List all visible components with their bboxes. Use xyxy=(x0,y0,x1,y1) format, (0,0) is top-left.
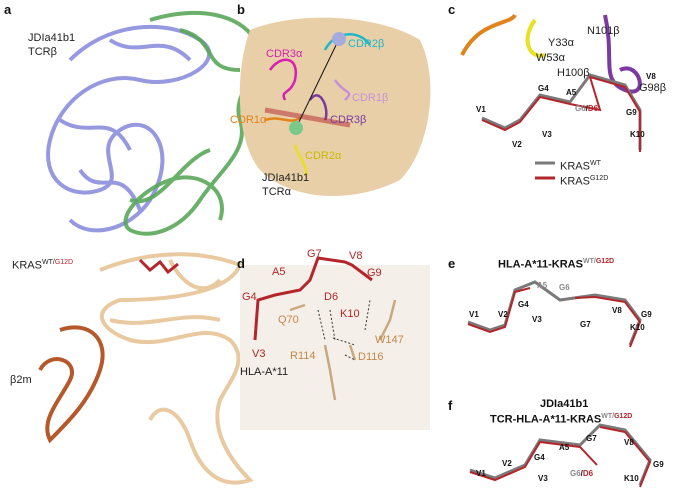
res-a5-d: A5 xyxy=(272,266,286,278)
kras-peptide-a xyxy=(138,258,179,275)
res-a5-e: A5 xyxy=(537,281,548,290)
hla-residues-d xyxy=(289,299,397,401)
res-k10-d: K10 xyxy=(340,308,360,320)
tcra-label-1: JDIa41b1 xyxy=(262,172,310,184)
cdr3b-loop xyxy=(308,94,328,121)
hla-ribbon xyxy=(99,252,254,485)
panel-label-a: a xyxy=(4,2,12,17)
res-v8-c: V8 xyxy=(646,72,656,81)
tcrb-label-1: JDIa41b1 xyxy=(28,32,76,44)
res-g7-f: G7 xyxy=(586,434,597,443)
res-n101b: N101β xyxy=(587,25,620,37)
res-v2-f: V2 xyxy=(502,459,512,468)
panel-f-title-1: JDIa41b1 xyxy=(540,398,589,410)
hla-background-d xyxy=(240,265,430,430)
cdr1a-label: CDR1α xyxy=(230,114,267,126)
res-g4-c: G4 xyxy=(538,84,549,93)
panel-e-title: HLA-A*11-KRASWT/G12D xyxy=(498,258,615,271)
res-v3-c: V3 xyxy=(542,130,552,139)
panel-label-d: d xyxy=(237,256,245,271)
panel-label-e: e xyxy=(448,256,456,271)
cdr2a-loop xyxy=(293,144,308,176)
alpha-centroid xyxy=(289,121,303,135)
docking-axis xyxy=(295,38,340,129)
res-d116-d: D116 xyxy=(358,351,384,363)
res-g4-e: G4 xyxy=(518,300,529,309)
res-g4-f: G4 xyxy=(534,453,545,462)
res-v3-f: V3 xyxy=(538,474,548,483)
tcr-footprint-surface xyxy=(239,17,431,197)
res-v2-c: V2 xyxy=(512,140,522,149)
kras-label: KRASWT/G12D xyxy=(12,259,74,272)
res-q70-d: Q70 xyxy=(278,314,299,326)
res-h100b: H100β xyxy=(557,67,590,79)
peptide-d xyxy=(253,256,373,341)
res-g6-d6-f: G6/D6 xyxy=(570,469,594,478)
res-g6-d6-c: G6/D6 xyxy=(575,104,599,113)
peptide-groove xyxy=(264,107,351,128)
res-a5-c: A5 xyxy=(566,88,577,97)
panel-f-title-2: TCR-HLA-A*11-KRASWT/G12D xyxy=(490,413,633,426)
res-v1-f: V1 xyxy=(476,469,486,478)
peptide-mut-f xyxy=(469,426,652,488)
peptide-wt-e xyxy=(467,280,642,346)
res-k10-e: K10 xyxy=(630,323,645,332)
res-g9-f: G9 xyxy=(653,460,664,469)
res-v8-f: V8 xyxy=(624,438,634,447)
cdr-yellow-ribbon-c xyxy=(525,18,546,58)
res-w53a: W53α xyxy=(536,52,565,64)
peptide-wt-c xyxy=(481,73,642,150)
cdr3a-loop xyxy=(268,58,298,101)
legend-wt: KRASWT xyxy=(560,160,601,173)
cdr3a-label: CDR3α xyxy=(266,48,303,60)
res-d6-d: D6 xyxy=(324,291,339,303)
res-v1-e: V1 xyxy=(469,310,479,319)
cdr1a-loop xyxy=(264,116,301,122)
b2m-label: β2m xyxy=(10,374,32,386)
tcrb-label-2: TCRβ xyxy=(28,46,57,58)
res-g6-e: G6 xyxy=(559,283,570,292)
res-v8-d: V8 xyxy=(349,250,363,262)
cdr1b-loop xyxy=(333,79,351,101)
res-g7-e: G7 xyxy=(580,320,591,329)
res-g4-d: G4 xyxy=(242,291,257,303)
tcra-label-2: TCRα xyxy=(262,186,291,198)
panel-label-f: f xyxy=(448,398,453,413)
res-k10-f: K10 xyxy=(624,474,639,483)
peptide-mut-e xyxy=(467,287,642,348)
cdr3b-ribbon-c xyxy=(603,14,642,94)
res-g9-c: G9 xyxy=(626,108,637,117)
b2m-ribbon xyxy=(38,325,105,444)
res-g9-e: G9 xyxy=(641,310,652,319)
panel-label-b: b xyxy=(237,2,245,17)
res-v8-e: V8 xyxy=(612,306,622,315)
res-v2-e: V2 xyxy=(498,310,508,319)
peptide-mut-c xyxy=(481,75,641,152)
res-a5-f: A5 xyxy=(559,443,570,452)
res-g7-d: G7 xyxy=(307,248,322,260)
tcr-beta-ribbon xyxy=(46,24,211,233)
res-v3-d: V3 xyxy=(252,348,266,360)
res-r114-d: R114 xyxy=(290,350,316,362)
res-g98b: G98β xyxy=(639,82,667,94)
res-k10-c: K10 xyxy=(630,130,645,139)
panel-label-c: c xyxy=(448,2,456,17)
res-g9-d: G9 xyxy=(367,267,382,279)
res-v3-e: V3 xyxy=(532,315,542,324)
beta-centroid xyxy=(332,32,346,46)
cdr2b-loop xyxy=(323,33,372,51)
res-v1-c: V1 xyxy=(476,105,486,114)
cdr1a-ribbon-c xyxy=(460,13,517,56)
cdr1b-label: CDR1β xyxy=(352,92,389,104)
res-w147-d: W147 xyxy=(375,334,404,346)
legend-mut: KRASG12D xyxy=(560,175,609,188)
peptide-wt-f xyxy=(469,423,652,486)
res-y33a: Y33α xyxy=(548,37,574,49)
cdr2a-label: CDR2α xyxy=(305,150,342,162)
cdr2b-label: CDR2β xyxy=(348,38,385,50)
hla-label: HLA-A*11 xyxy=(240,366,289,378)
cdr3b-label: CDR3β xyxy=(330,114,367,126)
